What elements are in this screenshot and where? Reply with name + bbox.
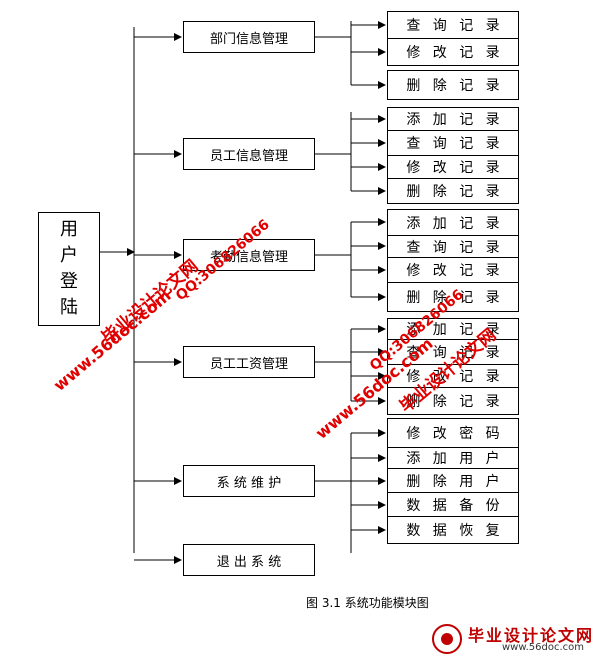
leaf-staff-query: 查 询 记 录: [387, 130, 519, 156]
leaf-sys-change-pwd: 修 改 密 码: [387, 418, 519, 448]
leaf-sys-restore: 数 据 恢 复: [387, 516, 519, 544]
module-dept-info: 部门信息管理: [183, 21, 315, 53]
root-char: 登: [60, 271, 78, 292]
leaf-att-delete: 删 除 记 录: [387, 282, 519, 312]
leaf-sys-del-user: 删 除 用 户: [387, 468, 519, 493]
leaf-sal-delete: 删 除 记 录: [387, 387, 519, 415]
figure-caption: 图 3.1 系统功能模块图: [306, 596, 429, 610]
leaf-staff-modify: 修 改 记 录: [387, 155, 519, 179]
leaf-sal-query: 查 询 记 录: [387, 339, 519, 365]
leaf-dept-delete: 删 除 记 录: [387, 70, 519, 100]
logo-emblem-icon: [432, 624, 462, 654]
logo-title: 毕业设计论文网: [468, 626, 593, 645]
leaf-dept-modify: 修 改 记 录: [387, 38, 519, 66]
leaf-dept-query: 查 询 记 录: [387, 11, 519, 39]
leaf-sal-modify: 修 改 记 录: [387, 364, 519, 388]
leaf-att-modify: 修 改 记 录: [387, 257, 519, 283]
leaf-sys-backup: 数 据 备 份: [387, 492, 519, 517]
leaf-sal-add: 添 加 记 录: [387, 318, 519, 340]
leaf-staff-delete: 删 除 记 录: [387, 178, 519, 204]
root-char: 户: [60, 245, 78, 266]
module-system-maint: 系 统 维 护: [183, 465, 315, 497]
leaf-att-add: 添 加 记 录: [387, 209, 519, 236]
module-salary: 员工工资管理: [183, 346, 315, 378]
leaf-staff-add: 添 加 记 录: [387, 107, 519, 131]
module-attendance: 考勤信息管理: [183, 239, 315, 271]
module-staff-info: 员工信息管理: [183, 138, 315, 170]
root-char: 陆: [60, 297, 78, 318]
leaf-att-query: 查 询 记 录: [387, 235, 519, 258]
root-char: 用: [60, 219, 78, 240]
leaf-sys-add-user: 添 加 用 户: [387, 447, 519, 469]
logo-url: www.56doc.com: [502, 642, 585, 653]
root-user-login: 用 户 登 陆: [38, 212, 100, 326]
module-exit: 退 出 系 统: [183, 544, 315, 576]
site-logo: 毕业设计论文网 www.56doc.com: [432, 622, 592, 656]
